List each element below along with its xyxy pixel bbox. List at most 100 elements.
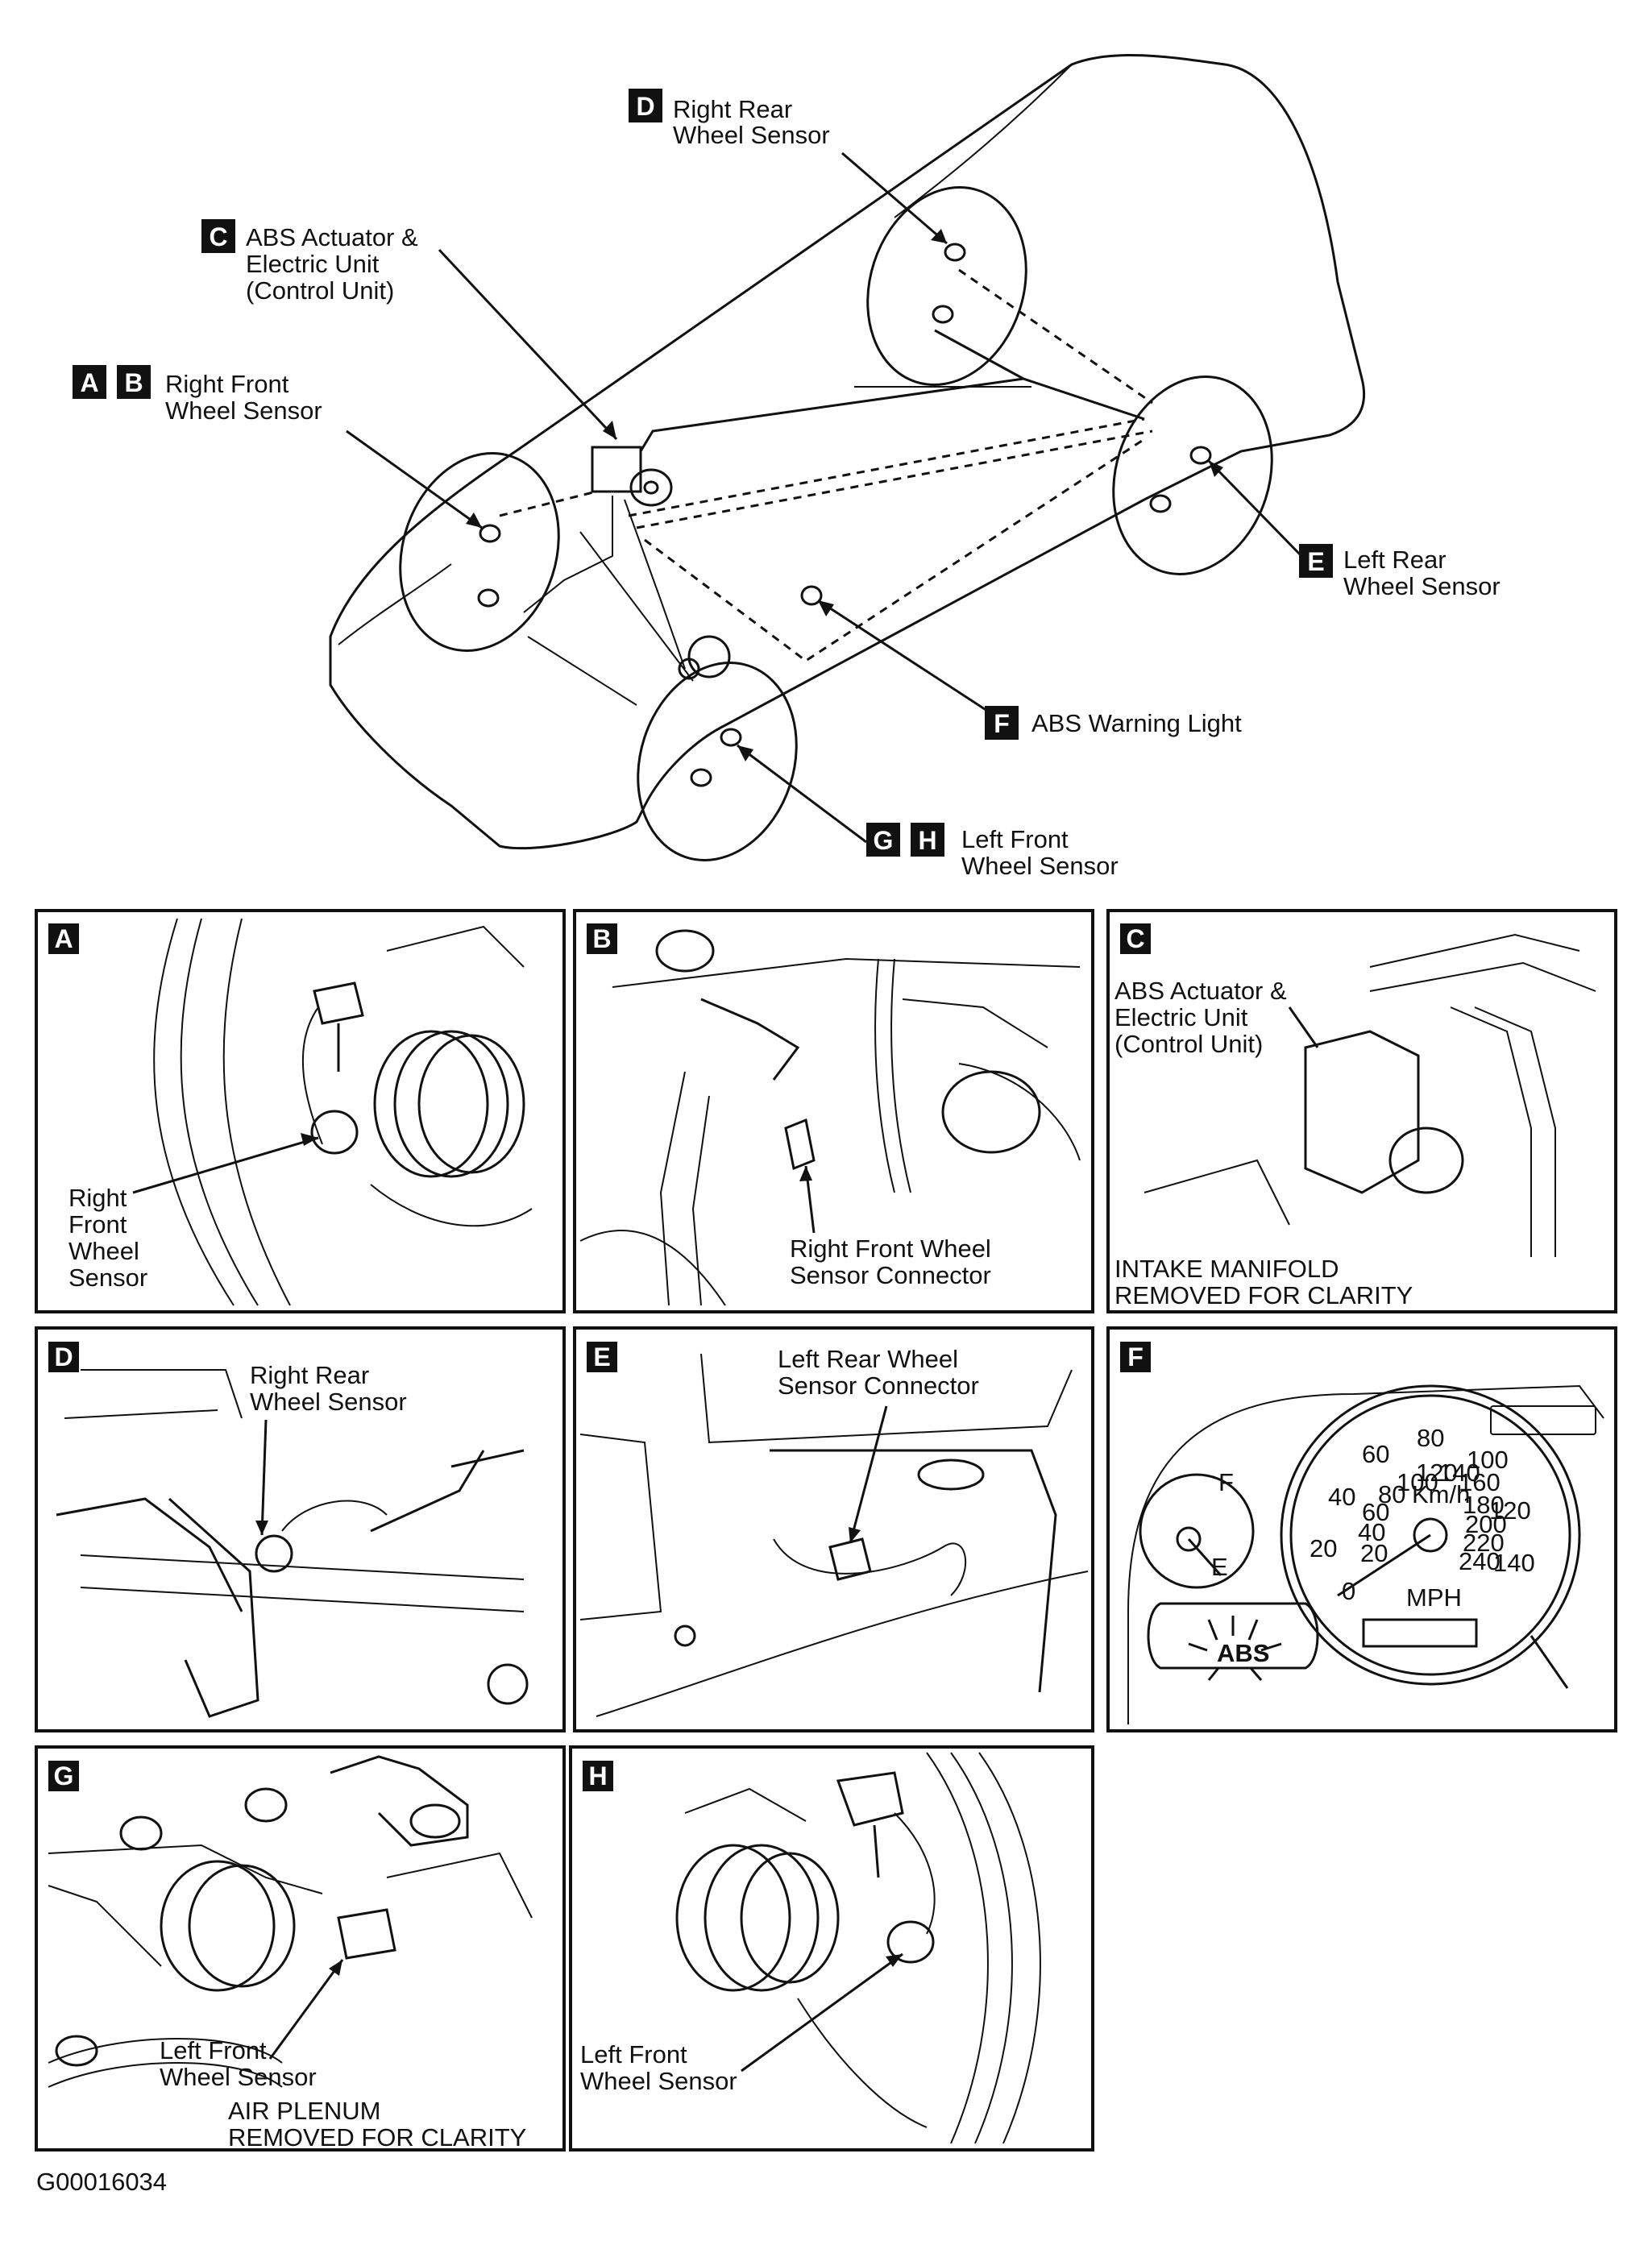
callout-key-box bbox=[1299, 544, 1333, 578]
callout-left-rear: E Left Rear Wheel Sensor bbox=[1207, 459, 1500, 600]
callout-label: Right Front bbox=[165, 370, 289, 398]
callout-key: D bbox=[636, 92, 654, 121]
callout-label: (Control Unit) bbox=[246, 276, 394, 305]
panel-note: AIR PLENUM bbox=[228, 2097, 380, 2125]
panel-note: REMOVED FOR CLARITY bbox=[1114, 1281, 1413, 1309]
callout-right-front: A B Right Front Wheel Sensor bbox=[73, 365, 483, 529]
callout-key-box bbox=[985, 706, 1019, 740]
panel-label: Sensor Connector bbox=[778, 1371, 979, 1400]
mph-tick: 60 bbox=[1362, 1440, 1389, 1468]
callout-key-box bbox=[73, 365, 106, 399]
left-front-wheel bbox=[637, 662, 798, 861]
kmh-tick: 100 bbox=[1397, 1468, 1438, 1496]
right-rear-wheel bbox=[866, 186, 1027, 386]
panel-g: G Left Front Wheel Sensor AIR PLENUM REM… bbox=[35, 1745, 566, 2151]
fuel-full-mark: F bbox=[1218, 1468, 1234, 1496]
panel-label: Left Front bbox=[580, 2040, 687, 2068]
panel-h: H Left Front Wheel Sensor bbox=[569, 1745, 1094, 2151]
mph-tick: 100 bbox=[1467, 1446, 1509, 1474]
callout-label: Electric Unit bbox=[246, 250, 380, 278]
panel-c: C ABS Actuator & Electric Unit (Control … bbox=[1106, 909, 1617, 1313]
panel-label: Left Rear Wheel bbox=[778, 1345, 958, 1373]
panel-key: B bbox=[592, 924, 611, 953]
kmh-tick: 200 bbox=[1465, 1510, 1507, 1538]
callout-key-box bbox=[117, 365, 151, 399]
mph-unit: MPH bbox=[1406, 1583, 1462, 1612]
callout-key-box bbox=[866, 823, 900, 857]
panel-label: Right bbox=[68, 1184, 127, 1212]
panel-label: ABS Actuator & bbox=[1114, 977, 1287, 1005]
kmh-tick: 180 bbox=[1463, 1491, 1505, 1519]
speedometer: 0 20 40 60 80 100 120 140 20 40 60 80 10… bbox=[1280, 1384, 1581, 1686]
panel-label: Wheel Sensor bbox=[580, 2067, 737, 2095]
vehicle-outline bbox=[329, 53, 1366, 850]
callout-left-front: G H Left Front Wheel Sensor bbox=[737, 744, 1119, 880]
mph-tick: 0 bbox=[1342, 1577, 1355, 1605]
kmh-tick: 140 bbox=[1438, 1459, 1480, 1487]
kmh-tick: 60 bbox=[1362, 1498, 1389, 1526]
panel-key: E bbox=[593, 1342, 610, 1371]
kmh-tick: 160 bbox=[1459, 1468, 1500, 1496]
panel-label: Wheel Sensor bbox=[160, 2063, 317, 2091]
abs-warning-text: ABS bbox=[1217, 1639, 1269, 1667]
panel-label: Sensor Connector bbox=[790, 1261, 991, 1289]
panel-label: Electric Unit bbox=[1114, 1003, 1248, 1031]
callout-key: G bbox=[874, 826, 894, 855]
panel-e: E Left Rear Wheel Sensor Connector bbox=[573, 1326, 1094, 1732]
mph-tick: 40 bbox=[1328, 1483, 1355, 1511]
panel-label: Right Rear bbox=[250, 1361, 369, 1389]
mph-tick: 20 bbox=[1310, 1534, 1337, 1562]
panel-d: D Right Rear Wheel Sensor bbox=[35, 1326, 566, 1732]
callout-label: Left Rear bbox=[1343, 546, 1447, 574]
callout-label: ABS Actuator & bbox=[246, 223, 418, 251]
master-cylinder bbox=[678, 635, 731, 680]
callout-key: C bbox=[209, 222, 227, 251]
callout-label: ABS Warning Light bbox=[1031, 709, 1242, 737]
fuel-gauge: F E bbox=[1139, 1468, 1255, 1589]
callout-label: Wheel Sensor bbox=[961, 852, 1119, 880]
warning-light-bulb bbox=[800, 585, 823, 606]
right-front-wheel bbox=[399, 452, 560, 652]
callout-key-box bbox=[629, 89, 662, 122]
mph-tick: 120 bbox=[1489, 1496, 1531, 1525]
panel-note: INTAKE MANIFOLD bbox=[1114, 1255, 1339, 1283]
callout-label: Left Front bbox=[961, 825, 1069, 853]
panel-a: A Right Front Wheel Sensor bbox=[35, 909, 566, 1313]
kmh-tick: 40 bbox=[1358, 1518, 1385, 1546]
kmh-tick: 80 bbox=[1378, 1480, 1405, 1508]
fuel-empty-mark: E bbox=[1211, 1553, 1228, 1581]
panel-label: Right Front Wheel bbox=[790, 1234, 991, 1263]
panel-key: A bbox=[54, 924, 73, 953]
abs-warning-lamp: ABS bbox=[1147, 1602, 1319, 1681]
panel-key: H bbox=[588, 1761, 607, 1790]
sensor-wiring bbox=[499, 268, 1153, 662]
panel-b: B Right Front Wheel Sensor Connector bbox=[573, 909, 1094, 1313]
callout-warning-light: F ABS Warning Light bbox=[817, 599, 1242, 740]
callout-key-box bbox=[201, 219, 235, 253]
callout-label: Right Rear bbox=[673, 95, 792, 123]
callout-right-rear: D Right Rear Wheel Sensor bbox=[629, 89, 948, 245]
kmh-tick: 120 bbox=[1416, 1459, 1458, 1487]
panel-label: Wheel Sensor bbox=[250, 1388, 407, 1416]
mph-tick: 140 bbox=[1493, 1549, 1535, 1577]
callout-key: B bbox=[124, 368, 143, 397]
panel-f: F F E 0 20 40 60 80 100 120 140 20 40 bbox=[1106, 1326, 1617, 1732]
callout-key: E bbox=[1307, 547, 1324, 576]
panel-label: Sensor bbox=[68, 1264, 147, 1292]
panel-key: G bbox=[54, 1761, 74, 1790]
panel-note: REMOVED FOR CLARITY bbox=[228, 2123, 526, 2151]
panel-key: F bbox=[1127, 1342, 1144, 1371]
panel-label: Left Front bbox=[160, 2036, 267, 2064]
panel-label: (Control Unit) bbox=[1114, 1030, 1263, 1058]
abs-actuator-unit bbox=[591, 446, 673, 507]
panel-key: D bbox=[54, 1342, 73, 1371]
panel-label: Front bbox=[68, 1210, 127, 1239]
mph-tick: 80 bbox=[1417, 1424, 1444, 1452]
kmh-tick: 220 bbox=[1463, 1529, 1505, 1557]
callout-key: A bbox=[80, 368, 98, 397]
callout-key: H bbox=[918, 826, 936, 855]
callout-label: Wheel Sensor bbox=[165, 396, 322, 425]
figure-id: G00016034 bbox=[36, 2168, 167, 2196]
callout-key: F bbox=[994, 709, 1010, 738]
